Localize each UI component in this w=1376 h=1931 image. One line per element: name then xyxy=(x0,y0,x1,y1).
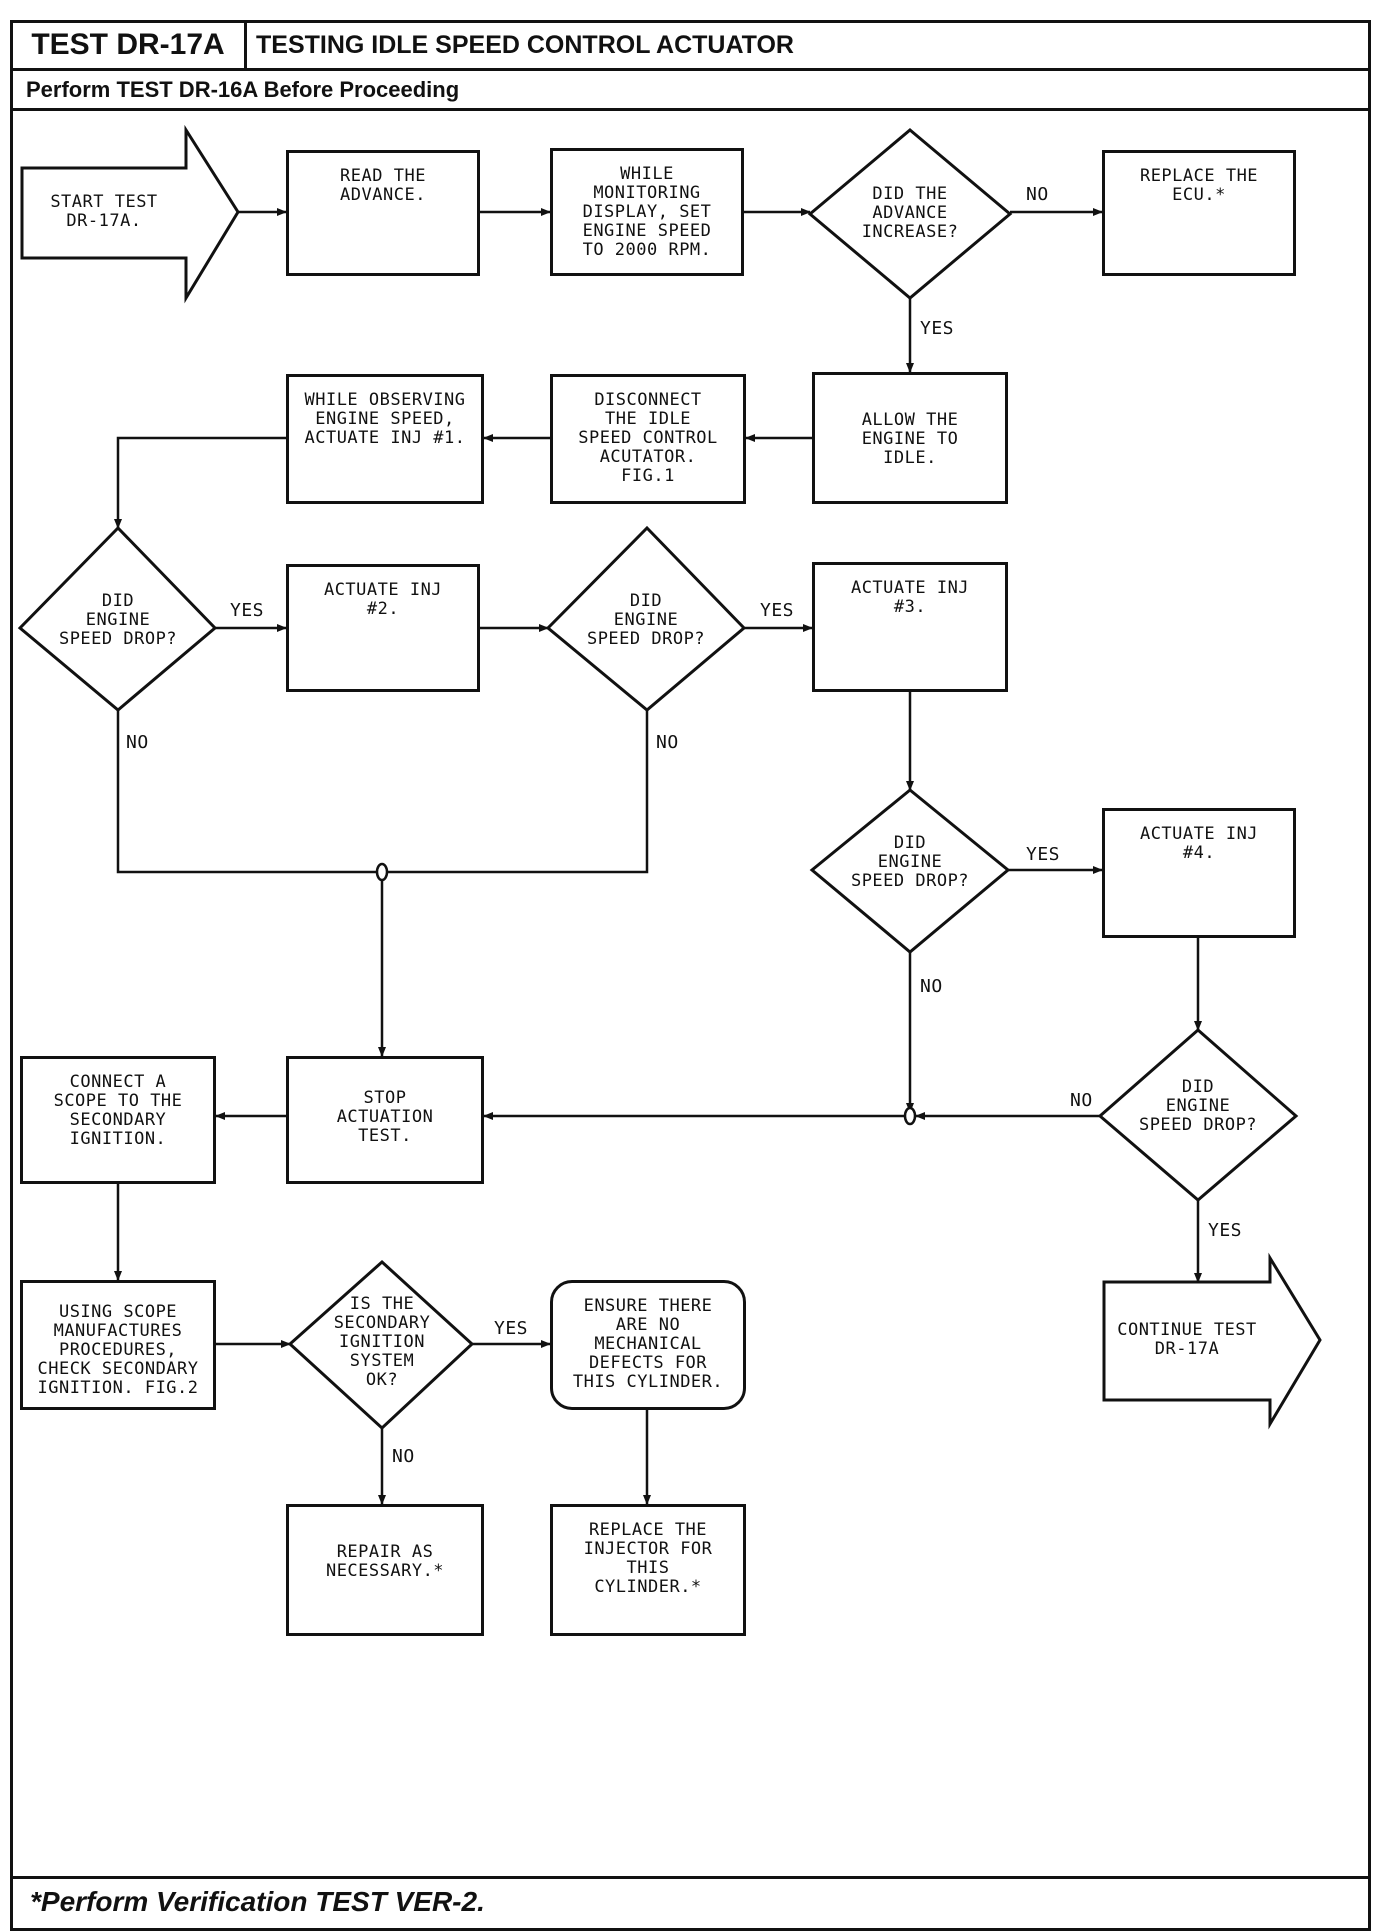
edge-label-no: NO xyxy=(1070,1090,1093,1111)
continue-test-label: CONTINUE TEST DR-17A xyxy=(1117,1320,1257,1359)
footer-divider xyxy=(10,1876,1368,1879)
edge-label-yes: YES xyxy=(760,600,795,621)
footer-note: *Perform Verification TEST VER-2. xyxy=(30,1886,485,1917)
edge-label-yes: YES xyxy=(230,600,265,621)
header-divider xyxy=(10,68,1368,71)
page-title: TESTING IDLE SPEED CONTROL ACTUATOR xyxy=(256,30,794,59)
edge-label-no: NO xyxy=(126,732,149,753)
start-arrow-shape xyxy=(20,124,240,304)
junction-right xyxy=(903,1106,917,1126)
speed-drop-1-question: DID ENGINE SPEED DROP? xyxy=(58,590,178,649)
start-test-label: START TEST DR-17A. xyxy=(50,192,158,231)
connect-scope-box: CONNECT A SCOPE TO THE SECONDARY IGNITIO… xyxy=(20,1056,216,1184)
disconnect-isc-box: DISCONNECT THE IDLE SPEED CONTROL ACUTAT… xyxy=(550,374,746,504)
ensure-no-defects-box: ENSURE THERE ARE NO MECHANICAL DEFECTS F… xyxy=(550,1280,746,1410)
actuate-inj2-box: ACTUATE INJ #2. xyxy=(286,564,480,692)
allow-idle-box: ALLOW THE ENGINE TO IDLE. xyxy=(812,372,1008,504)
prerequisite-note: Perform TEST DR-16A Before Proceeding xyxy=(26,77,460,102)
repair-box: REPAIR AS NECESSARY.* xyxy=(286,1504,484,1636)
edge-label-no: NO xyxy=(1026,184,1049,205)
edge-label-yes: YES xyxy=(1026,844,1061,865)
secondary-ok-question: IS THE SECONDARY IGNITION SYSTEM OK? xyxy=(333,1293,431,1390)
edge-label-no: NO xyxy=(920,976,943,997)
edge-label-no: NO xyxy=(656,732,679,753)
continue-arrow-shape xyxy=(1102,1252,1322,1430)
edge-label-no: NO xyxy=(392,1446,415,1467)
subheader-divider xyxy=(10,108,1368,111)
speed-drop-2-question: DID ENGINE SPEED DROP? xyxy=(586,590,706,649)
edge-label-yes: YES xyxy=(494,1318,529,1339)
replace-injector-box: REPLACE THE INJECTOR FOR THIS CYLINDER.* xyxy=(550,1504,746,1636)
actuate-inj4-box: ACTUATE INJ #4. xyxy=(1102,808,1296,938)
check-secondary-box: USING SCOPE MANUFACTURES PROCEDURES, CHE… xyxy=(20,1280,216,1410)
advance-increase-question: DID THE ADVANCE INCREASE? xyxy=(861,183,959,242)
speed-drop-3-question: DID ENGINE SPEED DROP? xyxy=(850,832,970,891)
actuate-inj1-box: WHILE OBSERVING ENGINE SPEED, ACTUATE IN… xyxy=(286,374,484,504)
replace-ecu-box: REPLACE THE ECU.* xyxy=(1102,150,1296,276)
speed-drop-4-question: DID ENGINE SPEED DROP? xyxy=(1138,1076,1258,1135)
stop-actuation-box: STOP ACTUATION TEST. xyxy=(286,1056,484,1184)
junction-left xyxy=(375,862,389,882)
read-advance-box: READ THE ADVANCE. xyxy=(286,150,480,276)
edge-label-yes: YES xyxy=(920,318,955,339)
actuate-inj3-box: ACTUATE INJ #3. xyxy=(812,562,1008,692)
set-engine-speed-box: WHILE MONITORING DISPLAY, SET ENGINE SPE… xyxy=(550,148,744,276)
test-id: TEST DR-17A xyxy=(12,22,247,68)
edge-label-yes: YES xyxy=(1208,1220,1243,1241)
